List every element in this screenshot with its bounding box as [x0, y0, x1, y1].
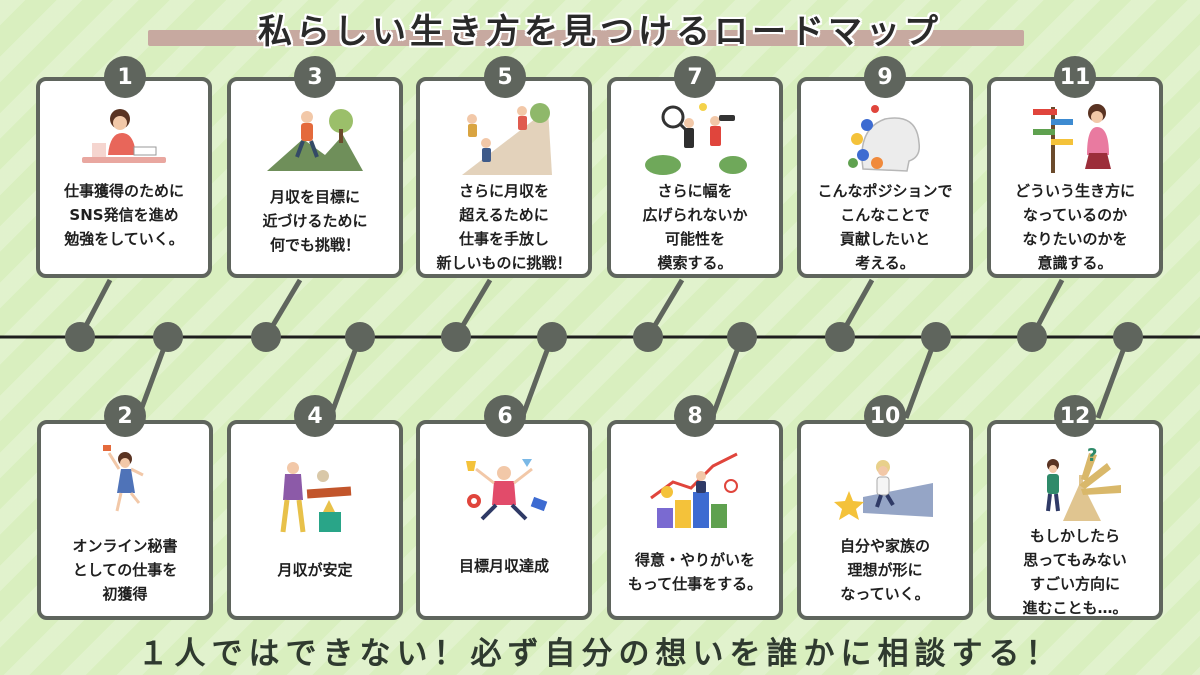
node-6 — [537, 322, 567, 352]
step-number-10: 10 — [864, 395, 906, 437]
node-1 — [65, 322, 95, 352]
step-card-8: 得意・やりがいを もって仕事をする。 — [607, 420, 783, 620]
node-3 — [251, 322, 281, 352]
step-number-9: 9 — [864, 56, 906, 98]
svg-text:?: ? — [1087, 445, 1097, 466]
step-number-3: 3 — [294, 56, 336, 98]
step-text-7: さらに幅を 広げられないか 可能性を 模索する。 — [642, 182, 748, 272]
step-card-5: さらに月収を 超えるために 仕事を手放し 新しいものに挑戦！ — [416, 77, 592, 278]
step-card-4: 月収が安定 — [227, 420, 403, 620]
star-flying-icon — [834, 460, 933, 520]
step-text-12: もしかしたら 思ってもみない すごい方向に 進むことも…。 — [1022, 527, 1128, 617]
step-card-12: ? もしかしたら 思ってもみない すごい方向に 進むことも…。 — [987, 420, 1163, 620]
step-number-12: 12 — [1054, 395, 1096, 437]
celebration-icon — [466, 459, 548, 521]
crossroads-icon: ? — [1046, 445, 1121, 521]
node-4 — [345, 322, 375, 352]
node-12 — [1113, 322, 1143, 352]
node-5 — [441, 322, 471, 352]
step-text-3: 月収を目標に 近づけるために 何でも挑戦！ — [262, 188, 368, 254]
node-2 — [153, 322, 183, 352]
step-text-2: オンライン秘書 としての仕事を 初獲得 — [72, 537, 178, 603]
woman-studying-icon — [82, 109, 166, 163]
step-text-9: こんなポジションで こんなことで 貢献したいと 考える。 — [817, 182, 953, 272]
step-number-1: 1 — [104, 56, 146, 98]
footer-message: １人ではできない！必ず自分の想いを誰かに相談する！ — [137, 636, 1063, 672]
step-text-6: 目標月収達成 — [458, 557, 549, 575]
node-8 — [727, 322, 757, 352]
jumping-woman-icon — [103, 445, 144, 512]
hiker-icon — [267, 109, 363, 171]
growth-chart-icon — [650, 452, 738, 528]
step-card-11: どういう生き方に なっているのか なりたいのかを 意識する。 — [987, 77, 1163, 278]
step-card-9: こんなポジションで こんなことで 貢献したいと 考える。 — [797, 77, 973, 278]
step-text-10: 自分や家族の 理想が形に なっていく。 — [839, 537, 930, 603]
step-text-4: 月収が安定 — [277, 561, 353, 579]
node-7 — [633, 322, 663, 352]
step-card-2: オンライン秘書 としての仕事を 初獲得 — [37, 420, 213, 620]
magnifier-people-icon — [645, 103, 747, 175]
step-card-1: 仕事獲得のために SNS発信を進め 勉強をしていく。 — [36, 77, 212, 278]
climbers-icon — [462, 103, 552, 175]
step-number-7: 7 — [674, 56, 716, 98]
step-number-8: 8 — [674, 395, 716, 437]
step-number-4: 4 — [294, 395, 336, 437]
step-number-2: 2 — [104, 395, 146, 437]
step-number-5: 5 — [484, 56, 526, 98]
page-title: 私らしい生き方を見つけるロードマップ — [258, 12, 942, 52]
step-text-11: どういう生き方に なっているのか なりたいのかを 意識する。 — [1014, 182, 1135, 272]
step-card-7: さらに幅を 広げられないか 可能性を 模索する。 — [607, 77, 783, 278]
step-card-6: 目標月収達成 — [416, 420, 592, 620]
signpost-woman-icon — [1033, 104, 1111, 173]
step-text-8: 得意・やりがいを もって仕事をする。 — [627, 551, 763, 593]
title-band — [148, 30, 1024, 46]
step-text-5: さらに月収を 超えるために 仕事を手放し 新しいものに挑戦！ — [436, 182, 572, 272]
step-card-3: 月収を目標に 近づけるために 何でも挑戦！ — [227, 77, 403, 278]
step-text-1: 仕事獲得のために SNS発信を進め 勉強をしていく。 — [63, 182, 184, 248]
step-number-6: 6 — [484, 395, 526, 437]
balancing-blocks-icon — [280, 462, 352, 533]
node-9 — [825, 322, 855, 352]
step-card-10: 自分や家族の 理想が形に なっていく。 — [797, 420, 973, 620]
node-11 — [1017, 322, 1047, 352]
head-flowers-icon — [848, 105, 921, 172]
step-number-11: 11 — [1054, 56, 1096, 98]
node-10 — [921, 322, 951, 352]
